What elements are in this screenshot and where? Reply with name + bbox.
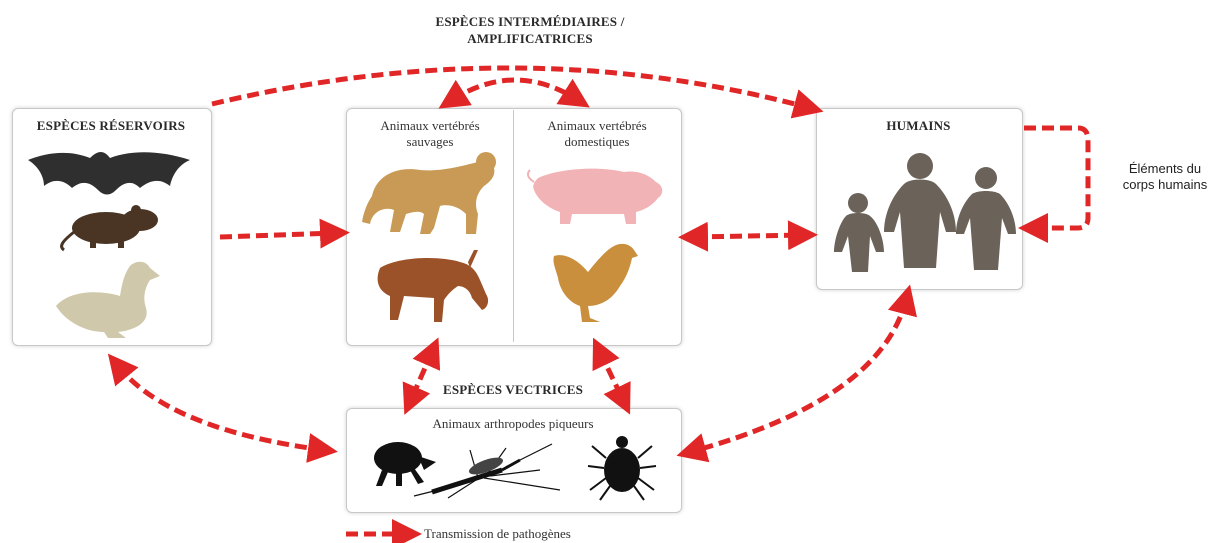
deer-icon [378,250,488,322]
arrow-reservoir-vectors [118,366,324,450]
rat-icon [62,205,158,250]
arrow-humans-vectors [690,300,906,452]
arrow-intermediate-humans [694,235,804,237]
bat-icon [28,152,190,195]
duck-icon [56,262,160,338]
arrow-humans-loop [1024,128,1088,228]
human-small-icon [834,193,884,272]
human-tall-icon [884,153,956,268]
mosquito-icon [414,444,560,498]
human-medium-icon [956,167,1016,270]
arrow-reservoir-to-intermediate [220,233,336,237]
arrow-domestic-vectors [600,352,624,402]
tick-icon [588,436,656,500]
flea-icon [374,442,436,486]
chicken-icon [553,244,638,322]
arrow-wild-domestic [452,80,578,100]
arrow-wild-vectors [410,352,432,402]
pig-icon [528,169,662,224]
monkey-icon [362,152,496,234]
arrow-reservoir-to-humans [212,68,810,108]
